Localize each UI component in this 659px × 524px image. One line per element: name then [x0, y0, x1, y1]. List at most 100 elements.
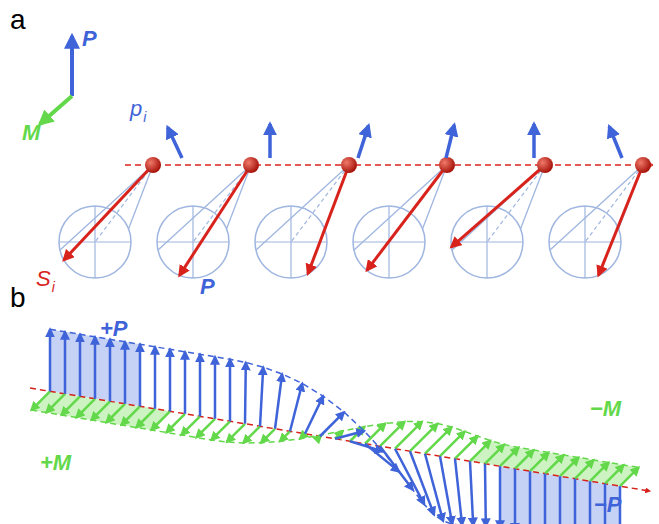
cone-axis [487, 165, 545, 242]
magnetization-arrow [485, 445, 504, 464]
cone-side [354, 165, 447, 250]
domain-label: −P [594, 494, 622, 516]
polarization-arrow [290, 383, 302, 431]
polarization-arrow [79, 334, 82, 396]
magnetization-arrow [261, 429, 275, 443]
magnetization-arrow [605, 465, 624, 484]
magnetization-arrow [590, 462, 609, 481]
magnetization-arrow [211, 421, 230, 440]
polarization-arrow [169, 349, 172, 411]
local-polarization-arrow [268, 124, 272, 158]
domain-label: −M [590, 398, 621, 420]
magnetization-arrow [196, 419, 215, 438]
magnetization-envelope [31, 410, 638, 467]
polarization-label: P [200, 276, 215, 298]
local-polarization-arrow [532, 124, 536, 158]
polarization-arrow [544, 474, 547, 524]
polarization-arrow [229, 359, 232, 421]
polarization-arrow [559, 476, 562, 524]
cone-axis [585, 165, 643, 242]
magnetization-arrow [530, 453, 549, 472]
magnetization-arrow [500, 448, 519, 467]
domain-label: +P [100, 318, 128, 340]
magnetization-arrow [46, 394, 65, 413]
magnetization-arrow [61, 396, 80, 415]
polarization-arrow [320, 412, 344, 436]
magnetization-arrow [545, 455, 564, 474]
polarization-arrow [154, 347, 157, 409]
magnetization-arrow [31, 391, 50, 410]
magnetization-band [31, 391, 170, 430]
cone-side [452, 165, 545, 250]
magnetization-arrow [227, 424, 245, 442]
polarization-arrow [410, 451, 434, 515]
magnetization-arrow [620, 467, 639, 486]
spin-arrow [367, 165, 447, 270]
axis-m-arrow [40, 96, 72, 124]
magnetization-arrow [280, 431, 290, 441]
subscript: i [52, 280, 55, 294]
local-polarization-arrow [168, 127, 182, 158]
magnetization-arrow [300, 434, 305, 439]
spin-site [341, 157, 357, 173]
spin-arrow [180, 165, 251, 275]
panel-letter: b [10, 284, 26, 312]
magnetization-arrow [243, 426, 260, 443]
spin-label: S [36, 268, 51, 290]
magnetization-arrow [106, 404, 125, 423]
cone-axis [291, 165, 349, 242]
panel-letter: a [10, 6, 26, 34]
cone-side [550, 165, 643, 250]
axis-label: M [22, 122, 40, 144]
magnetization-arrow [91, 401, 110, 420]
polarization-arrow [305, 396, 323, 434]
panel-a-art [40, 36, 652, 278]
polarization-arrow [470, 461, 473, 524]
cone-side [256, 165, 349, 250]
cone-axis [95, 165, 153, 242]
cone-side [422, 165, 447, 229]
polarization-arrow [484, 464, 487, 524]
subscript: i [143, 110, 146, 124]
spin-site [145, 157, 161, 173]
magnetization-arrow [365, 423, 385, 443]
polarization-arrow [94, 337, 97, 399]
local-polarization-arrow [609, 126, 622, 158]
magnetization-arrow [151, 411, 170, 430]
polarization-label: p [130, 98, 142, 120]
polarization-arrow [139, 344, 142, 406]
local-polarization-arrow [446, 125, 454, 158]
magnetization-arrow [121, 406, 140, 425]
polarization-arrow [244, 362, 247, 423]
polarization-arrow [124, 342, 127, 404]
magnetization-arrow [76, 399, 95, 418]
polarization-arrow [440, 456, 452, 524]
polarization-arrow [455, 459, 462, 524]
local-polarization-arrow [358, 126, 369, 158]
axis-p-arrow [70, 36, 74, 96]
polarization-arrow [574, 479, 577, 524]
spin-arrow [64, 165, 153, 260]
polarization-arrow [199, 354, 202, 416]
polarization-arrow [529, 471, 532, 524]
polarization-arrow [49, 329, 52, 391]
spin-site [537, 157, 553, 173]
spin-arrow [451, 165, 545, 247]
polarization-arrow [589, 481, 592, 524]
polarization-arrow [64, 332, 67, 394]
polarization-arrow [214, 357, 217, 419]
chain-axis [125, 164, 652, 166]
magnetization-arrow [575, 460, 594, 479]
cone-side [128, 165, 153, 229]
polarization-arrow [335, 431, 364, 439]
magnetization-arrow [136, 409, 155, 428]
wall-axis [30, 388, 650, 491]
polarization-envelope [50, 329, 620, 524]
magnetization-arrow [181, 416, 200, 435]
spin-site [635, 157, 651, 173]
magnetization-arrow [560, 457, 579, 476]
spin-site [439, 157, 455, 173]
spin-arrow [598, 165, 643, 275]
